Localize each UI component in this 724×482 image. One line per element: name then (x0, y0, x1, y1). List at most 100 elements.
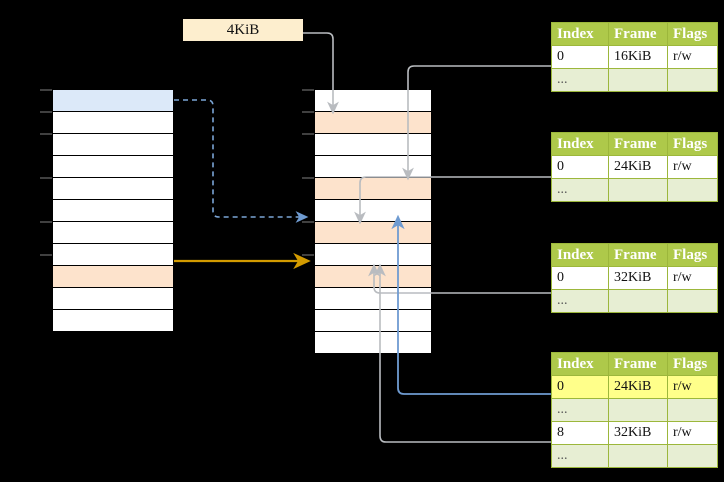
virtual-page-row (52, 177, 174, 200)
cell-text: 24KiB (614, 379, 652, 394)
column-header-frame: Frame (608, 22, 668, 46)
physical-frame-row (314, 265, 432, 288)
column-header-index: Index (551, 132, 609, 156)
table-cell (608, 289, 668, 313)
table-row: 0 24KiB r/w (551, 155, 718, 179)
table-cell (608, 68, 668, 92)
cell-text: r/w (673, 49, 692, 64)
table-row: ... (551, 289, 718, 313)
cell-text: 0 (557, 159, 564, 174)
column-header-frame: Frame (608, 243, 668, 267)
table-row: 8 32KiB r/w (551, 421, 718, 445)
table-cell: 32KiB (608, 421, 668, 445)
column-header-index: Index (551, 22, 609, 46)
physical-frame-row (314, 111, 432, 134)
column-header-index: Index (551, 352, 609, 376)
physical-frame-row (314, 133, 432, 156)
table-cell: r/w (667, 421, 718, 445)
physical-frame-row (314, 331, 432, 354)
virtual-page-row (52, 199, 174, 222)
physical-frame-row (314, 199, 432, 222)
physical-frame-row (314, 309, 432, 332)
virtual-page-row (52, 265, 174, 288)
table-row: ... (551, 398, 718, 422)
virtual-page-row (52, 243, 174, 266)
table-cell: 0 (551, 266, 609, 290)
column-header-frame: Frame (608, 132, 668, 156)
size-label-box: 4KiB (183, 19, 303, 41)
column-header-index: Index (551, 243, 609, 267)
table-cell (667, 289, 718, 313)
table-cell: ... (551, 289, 609, 313)
table-cell (667, 444, 718, 468)
middle-column-ticks (302, 89, 314, 256)
cell-text: 24KiB (614, 159, 652, 174)
table-cell: 8 (551, 421, 609, 445)
physical-frame-row (314, 177, 432, 200)
table-row: 0 24KiB r/w (551, 375, 718, 399)
table-row: ... (551, 178, 718, 202)
cell-text: ... (557, 402, 568, 417)
table-cell: 32KiB (608, 266, 668, 290)
table-row: ... (551, 68, 718, 92)
physical-frame-row (314, 243, 432, 266)
physical-frame-row (314, 287, 432, 310)
column-header-flags: Flags (667, 243, 718, 267)
table-cell: 24KiB (608, 155, 668, 179)
cell-text: ... (557, 182, 568, 197)
cell-text: ... (557, 293, 568, 308)
table-cell: ... (551, 68, 609, 92)
cell-text: ... (557, 72, 568, 87)
table-row: ... (551, 444, 718, 468)
virtual-page-row (52, 133, 174, 156)
cell-text: 8 (557, 425, 564, 440)
virtual-page-row (52, 155, 174, 178)
column-header-flags: Flags (667, 22, 718, 46)
table-cell: r/w (667, 45, 718, 69)
cell-text: r/w (673, 270, 692, 285)
table-cell: 0 (551, 375, 609, 399)
table-cell: 0 (551, 45, 609, 69)
column-header-flags: Flags (667, 352, 718, 376)
left-column-ticks (40, 89, 52, 256)
virtual-page-row (52, 309, 174, 332)
column-header-frame: Frame (608, 352, 668, 376)
table-cell: 24KiB (608, 375, 668, 399)
table-cell: 16KiB (608, 45, 668, 69)
cell-text: 16KiB (614, 49, 652, 64)
column-header-flags: Flags (667, 132, 718, 156)
virtual-page-row (52, 89, 174, 112)
table-cell (608, 178, 668, 202)
table-cell (608, 444, 668, 468)
physical-frame-row (314, 89, 432, 112)
table-cell: 0 (551, 155, 609, 179)
physical-frame-row (314, 221, 432, 244)
table-cell: ... (551, 398, 609, 422)
cell-text: r/w (673, 159, 692, 174)
table-cell (608, 398, 668, 422)
cell-text: 0 (557, 49, 564, 64)
table-row: 0 32KiB r/w (551, 266, 718, 290)
virtual-page-row (52, 111, 174, 134)
table-cell: ... (551, 444, 609, 468)
physical-frame-row (314, 155, 432, 178)
table-cell: ... (551, 178, 609, 202)
cell-text: r/w (673, 425, 692, 440)
cell-text: 0 (557, 379, 564, 394)
cell-text: r/w (673, 379, 692, 394)
cell-text: 32KiB (614, 425, 652, 440)
wire-virtual-page-dashed (174, 99, 309, 223)
table-cell: r/w (667, 266, 718, 290)
table-row: 0 16KiB r/w (551, 45, 718, 69)
cell-text: 0 (557, 270, 564, 285)
table-cell: r/w (667, 375, 718, 399)
